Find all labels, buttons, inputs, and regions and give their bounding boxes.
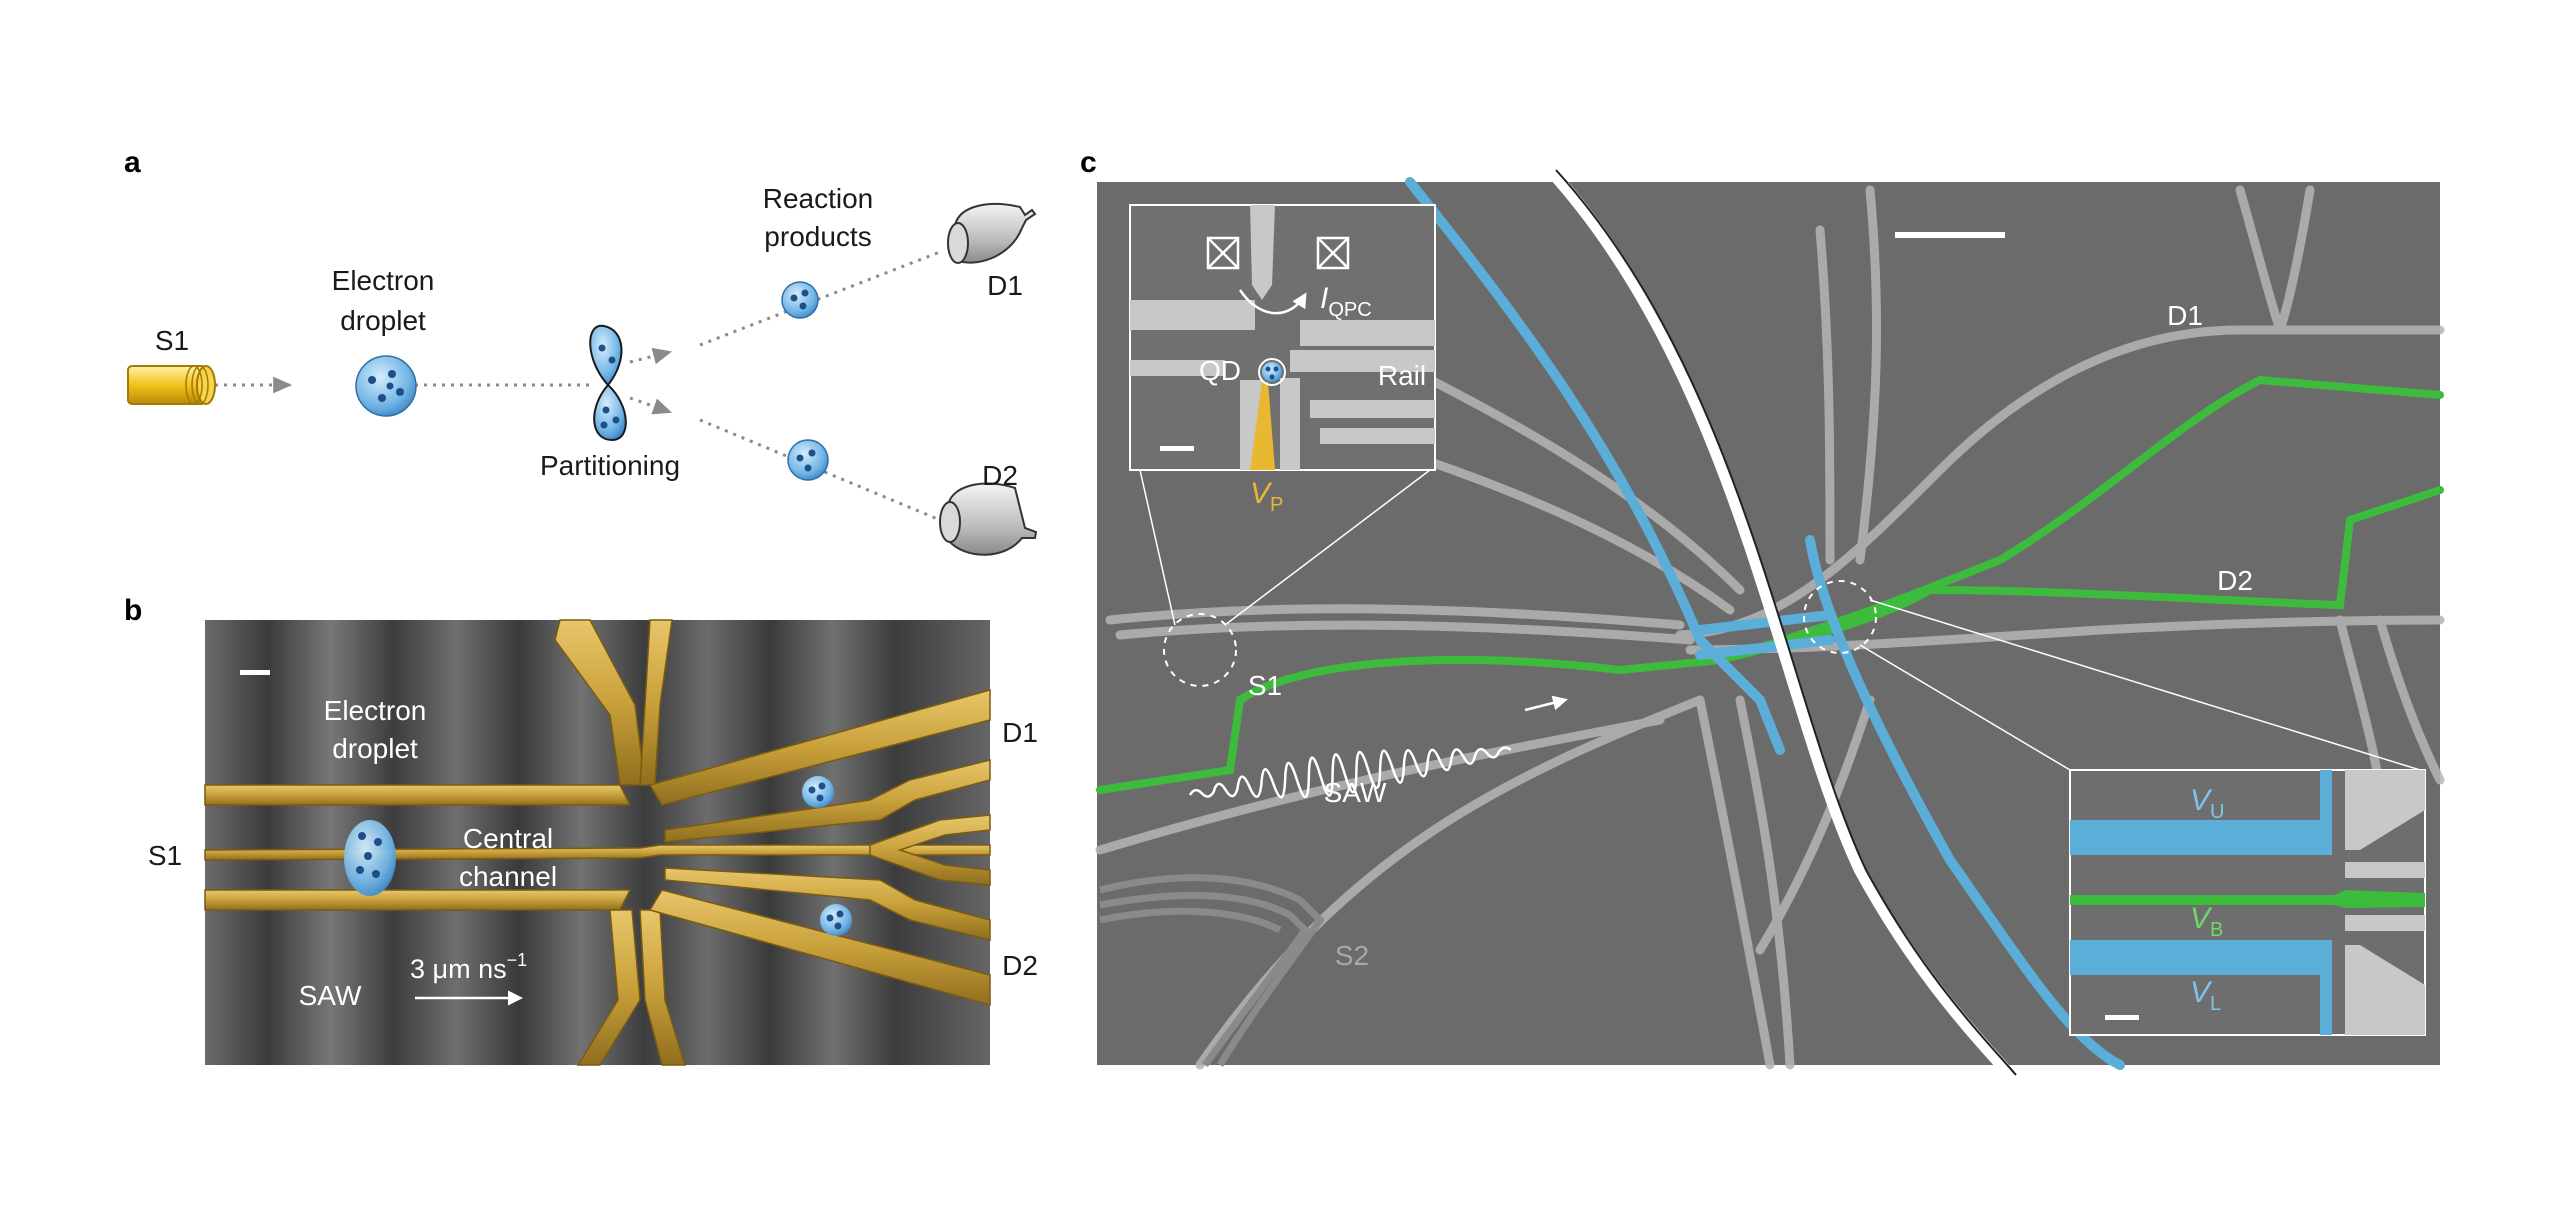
panel-a-letter: a	[124, 146, 141, 179]
zoom-line-4	[1859, 644, 2071, 771]
label-speed: 3 μm ns−1	[410, 950, 527, 984]
sample-edge-shadow	[1555, 169, 2017, 1076]
scale-bar-c	[1895, 232, 2005, 238]
detector-d2	[939, 482, 1038, 556]
electron-droplet-a	[355, 355, 417, 417]
label-channel-2: channel	[459, 861, 557, 892]
panel-a: a S1 Electron droplet	[124, 146, 1038, 556]
zoom-line-3	[1869, 599, 2421, 771]
label-s2-c: S2	[1335, 940, 1369, 971]
label-droplet-b-1: Electron	[324, 695, 427, 726]
beam-upper	[699, 250, 941, 347]
saw-arrow-c	[1524, 695, 1568, 712]
zoom-circle-center	[1803, 580, 1877, 654]
label-partitioning: Partitioning	[540, 450, 680, 481]
label-vb: VB	[2190, 902, 2223, 941]
inset-bottom	[2069, 769, 2426, 1036]
saw-wave	[1188, 746, 1512, 799]
panel-b-letter: b	[124, 594, 142, 627]
panel-c: c	[1080, 146, 2445, 1079]
label-droplet-a-2: droplet	[340, 305, 426, 336]
label-products-2: products	[764, 221, 871, 252]
partitioning-shape	[589, 324, 627, 442]
label-d2-b: D2	[1002, 950, 1038, 981]
beam-lower-arrow	[629, 396, 672, 415]
product-droplet-upper	[781, 281, 819, 319]
label-droplet-b-2: droplet	[332, 733, 418, 764]
label-vp: VP	[1250, 477, 1283, 516]
zoom-circle-s1	[1163, 613, 1237, 687]
detector-d1	[947, 203, 1037, 264]
label-rail: Rail	[1378, 360, 1426, 391]
label-d1-a: D1	[987, 270, 1023, 301]
label-channel-1: Central	[463, 823, 553, 854]
label-s1-c: S1	[1248, 670, 1282, 701]
label-droplet-a-1: Electron	[332, 265, 435, 296]
label-products-1: Reaction	[763, 183, 874, 214]
label-s1-a: S1	[155, 325, 189, 356]
label-s1-b: S1	[148, 840, 182, 871]
scale-bar-b	[240, 670, 270, 675]
label-d1-b: D1	[1002, 717, 1038, 748]
green-gate	[1096, 375, 2444, 794]
source-cylinder	[127, 365, 216, 405]
droplet-channel	[344, 820, 396, 896]
panel-c-letter: c	[1080, 146, 1097, 179]
inset-top	[1129, 204, 1436, 471]
beam-lower	[699, 418, 941, 522]
label-iqpc: IQPC	[1320, 282, 1372, 321]
product-droplet-lower	[787, 439, 829, 481]
label-vl: VL	[2190, 976, 2221, 1015]
label-d2-c: D2	[2217, 565, 2253, 596]
panel-b: b	[124, 594, 1038, 1066]
label-saw-c: SAW	[1324, 777, 1387, 808]
droplet-upper-branch	[802, 776, 834, 808]
zoom-line-1	[1139, 469, 1176, 626]
label-vu: VU	[2190, 784, 2224, 823]
droplet-lower-branch	[820, 904, 852, 936]
zoom-line-2	[1224, 469, 1431, 626]
label-qd: QD	[1199, 355, 1241, 386]
beam-upper-arrow	[629, 347, 673, 365]
s2-gates	[1099, 874, 1325, 1068]
gold-gates	[204, 619, 991, 1066]
label-saw-b: SAW	[299, 980, 362, 1011]
label-d2-a: D2	[982, 460, 1018, 491]
sample-edge	[1545, 165, 2015, 1079]
label-d1-c: D1	[2167, 300, 2203, 331]
